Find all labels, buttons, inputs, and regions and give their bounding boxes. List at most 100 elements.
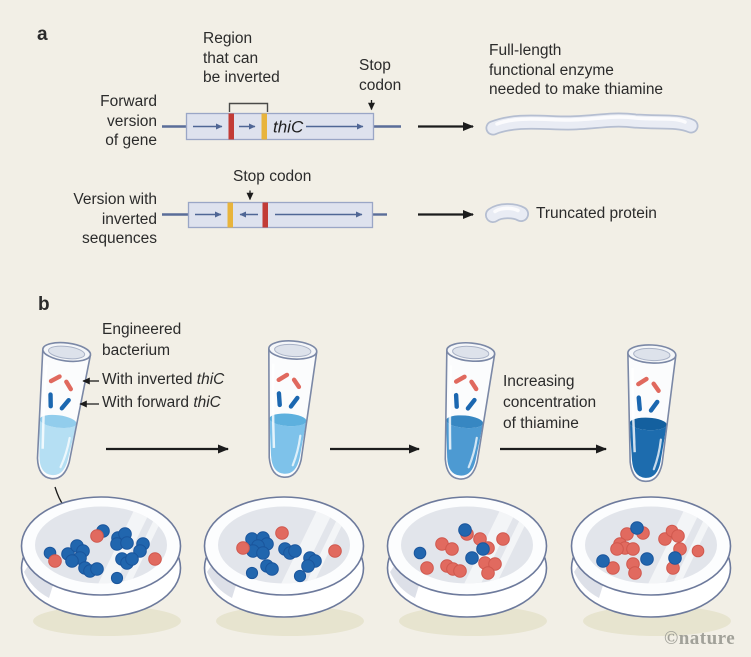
- red-segment: [262, 202, 268, 228]
- truncated-protein: [485, 203, 529, 223]
- forward-thic-bacteria: [453, 392, 477, 411]
- red-colony: [610, 542, 624, 556]
- tube-opening: [47, 345, 86, 360]
- label-line: Version with: [73, 191, 157, 208]
- bacterium-rod: [291, 377, 302, 390]
- tube-liquid: [629, 422, 667, 478]
- bacterium-rod: [651, 381, 661, 393]
- panel-b-label: b: [38, 294, 50, 315]
- label-line: Engineered: [102, 321, 182, 338]
- blue-colony: [465, 551, 479, 565]
- test-tube-1: [36, 341, 92, 480]
- gene-row-inverted: [162, 190, 529, 229]
- engineered-bacterium-label: Engineered bacterium: [102, 319, 181, 361]
- tube-outline: [627, 352, 677, 483]
- blue-colony: [413, 546, 427, 560]
- label-line: functional enzyme: [489, 61, 614, 79]
- liquid-shine: [467, 436, 478, 469]
- label-line: that can: [203, 49, 259, 67]
- label-line: Region: [203, 30, 253, 47]
- full-length-enzyme: [485, 112, 699, 136]
- test-tube-3: [444, 341, 496, 480]
- blue-colony: [288, 544, 302, 558]
- gene-name-italic: thiC: [196, 371, 225, 388]
- liquid-surface: [269, 413, 307, 427]
- liquid-surface: [629, 417, 667, 431]
- label-line: Increasing: [503, 373, 575, 390]
- inverted-thic-bacteria: [636, 376, 661, 393]
- dish-wall-shade: [207, 563, 237, 598]
- inverted-thic-bacteria: [453, 374, 479, 392]
- blue-colony: [256, 546, 270, 560]
- label-line: Full-length: [489, 42, 562, 59]
- label-text: With inverted: [102, 371, 197, 388]
- tube-outline: [444, 349, 496, 480]
- tube-liquid: [446, 420, 484, 476]
- blue-colony: [668, 551, 682, 565]
- bacterium-rod: [48, 392, 53, 409]
- label-line: be inverted: [203, 69, 280, 86]
- red-colony: [148, 552, 162, 566]
- petri-dish-2: [203, 496, 365, 636]
- stop-codon-label-row2: Stop codon: [233, 168, 312, 185]
- petri-dish-1: [20, 496, 182, 636]
- colonies: [413, 523, 510, 580]
- label-line: Forward: [100, 93, 157, 110]
- liquid-surface: [446, 415, 484, 429]
- truncated-protein-label: Truncated protein: [536, 205, 657, 222]
- label-line: inverted: [101, 210, 157, 228]
- tube-opening: [452, 345, 490, 360]
- bacterium-rod: [648, 399, 660, 413]
- blue-colony: [640, 552, 654, 566]
- red-colony: [420, 561, 434, 575]
- region-invertible-label: Region that can be inverted: [203, 29, 280, 88]
- nature-credit: ©nature: [664, 628, 736, 649]
- dish-wall-shade: [24, 563, 54, 598]
- bacterium-rod: [48, 374, 62, 384]
- blue-colony: [90, 562, 104, 576]
- red-colony: [488, 557, 502, 571]
- with-inverted-thic-label: With inverted thiC: [102, 370, 224, 390]
- forward-version-label: Forward version of gene: [55, 92, 157, 151]
- blue-colony: [476, 542, 490, 556]
- blue-colony: [245, 566, 259, 580]
- bacterium-rod: [636, 376, 649, 387]
- tube-opening: [633, 347, 671, 362]
- bacterium-rod: [636, 395, 642, 412]
- full-length-enzyme-label: Full-length functional enzyme needed to …: [489, 41, 663, 100]
- glass-shine: [631, 368, 636, 453]
- bacterium-rod: [465, 397, 477, 411]
- red-colony: [236, 541, 250, 555]
- red-colony: [620, 527, 634, 541]
- label-line: Stop: [359, 57, 391, 74]
- bacterium-rod: [469, 379, 479, 392]
- colonies: [596, 521, 705, 580]
- red-colony: [496, 532, 510, 546]
- red-colony: [626, 542, 640, 556]
- red-segment: [228, 113, 234, 140]
- colonies: [236, 526, 342, 583]
- red-colony: [90, 529, 104, 543]
- blue-colony: [110, 571, 124, 585]
- glass-shine: [271, 363, 276, 448]
- with-forward-thic-label: With forward thiC: [102, 393, 221, 413]
- blue-colony: [120, 536, 134, 550]
- blue-colony: [301, 559, 315, 573]
- label-line: version: [107, 112, 157, 130]
- petri-dish-3: [386, 496, 548, 636]
- blue-colony: [125, 552, 139, 566]
- agar-streaks: [453, 506, 532, 584]
- inverted-thic-bacteria: [48, 374, 73, 392]
- label-line: bacterium: [102, 342, 171, 359]
- forward-thic-bacteria: [276, 391, 300, 409]
- tube-opening: [274, 343, 312, 358]
- label-line: of gene: [105, 132, 157, 149]
- dish-wall-shade: [574, 563, 604, 598]
- label-line: of thiamine: [503, 415, 579, 432]
- bacterium-rod: [288, 395, 300, 409]
- yellow-segment: [261, 113, 267, 140]
- bacterium-rod: [59, 397, 71, 411]
- colonies: [43, 524, 162, 585]
